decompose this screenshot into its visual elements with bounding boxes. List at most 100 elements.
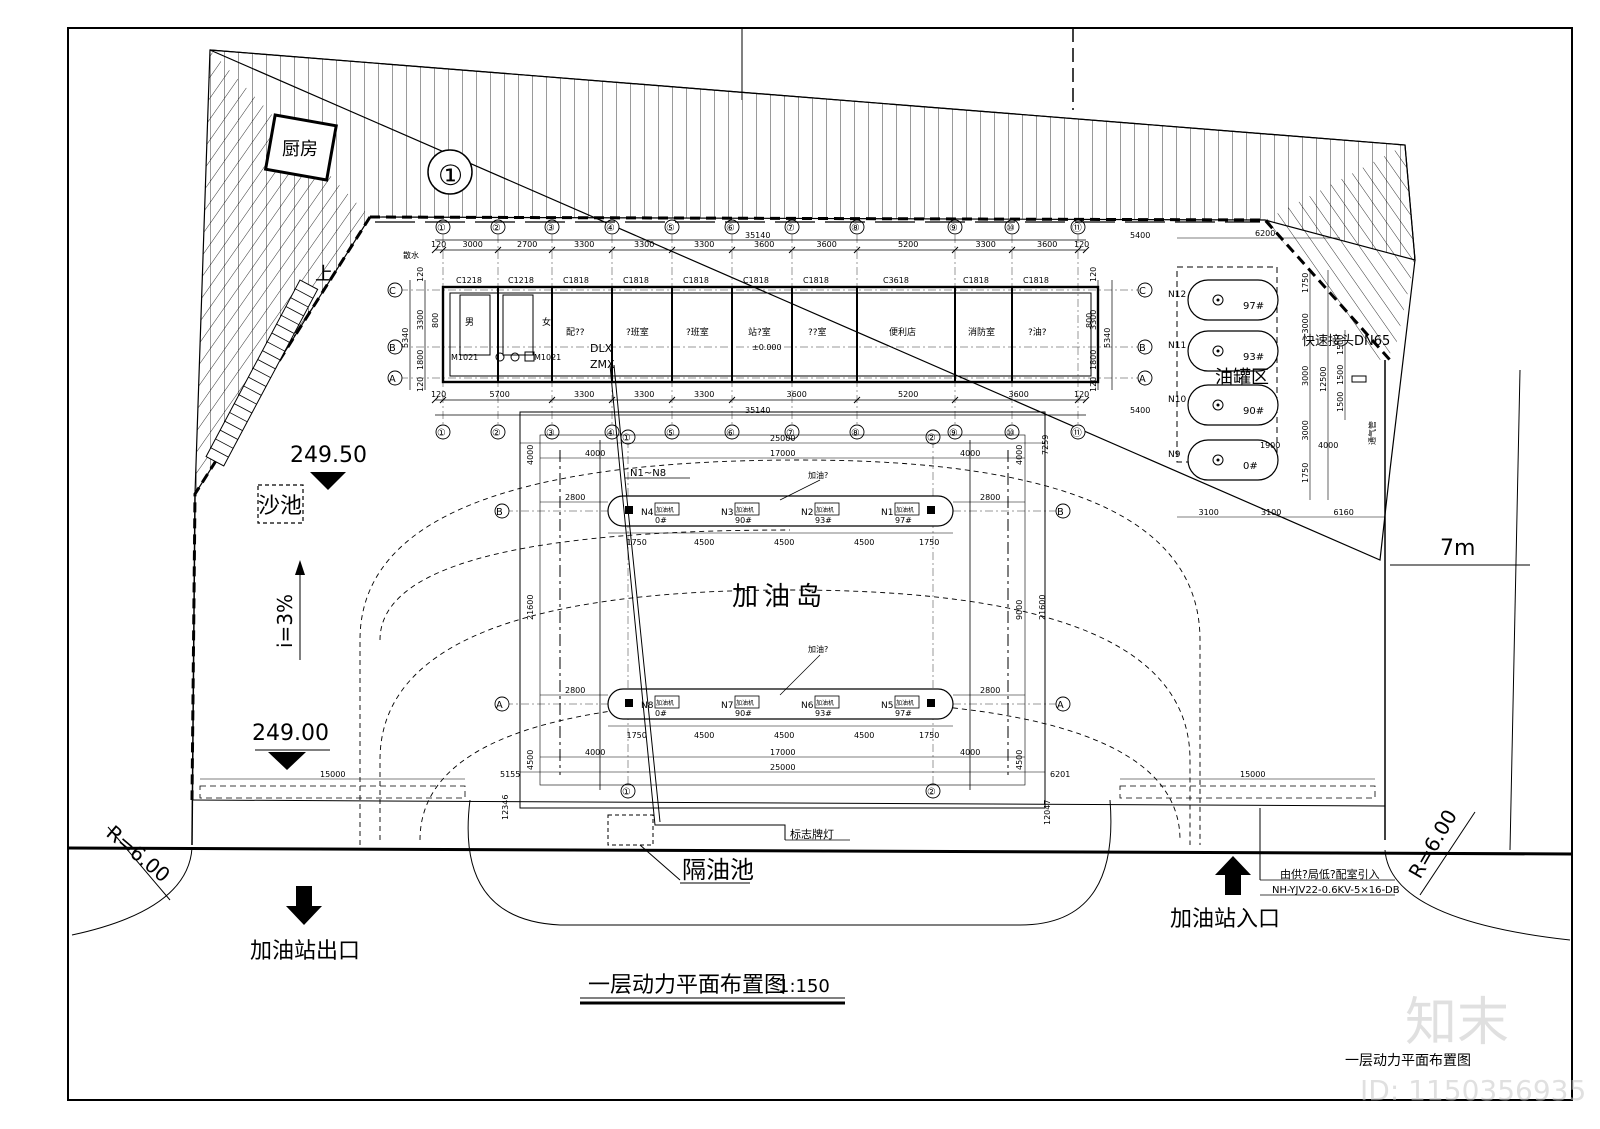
svg-text:2800: 2800 [565,686,585,695]
radius-left: R=6.00 [102,820,175,887]
tank-fuel: 90# [1243,406,1264,417]
refuel-island-label: 加油岛 [732,582,828,612]
svg-text:3100: 3100 [1261,508,1281,517]
fuel-grade: 93# [815,709,832,718]
axis-bubble [620,783,636,799]
detail-bubble: ① [427,149,473,195]
dispenser [734,502,760,516]
fuel-grade: 0# [655,709,667,718]
dimension-text: 3300 [694,390,714,399]
svg-text:25000: 25000 [770,763,795,772]
axis-label: B [496,507,503,518]
tank-id: N11 [1168,341,1186,351]
kitchen: 厨房 [263,113,338,182]
dimension-text: 4500 [694,731,714,740]
axis-label: ① [622,787,631,798]
slope-hatch [194,49,1416,497]
slope-indicator: i=3% [273,560,305,660]
dimension-text: 12346 [501,795,510,820]
dimension-text: 3600 [1037,240,1057,249]
sand-pit: 沙池 [257,484,304,524]
axis-label: ⑤ [666,428,675,439]
fuel-grade: 90# [735,516,752,525]
axis-label: C [1139,286,1146,297]
door-m1: M1021 [451,353,478,362]
axis-bubble [435,424,451,440]
entrance-label: 加油站入口 [1170,907,1280,932]
axis-bubble [947,424,963,440]
axis-label: ⑩ [1006,428,1015,439]
fuel-tank [1187,384,1279,426]
dimension-text: 1750 [1301,463,1310,483]
dimension-text: 5340 [401,328,410,348]
axis-bubble [1137,339,1153,355]
nozzle-label: N5 [881,701,893,711]
island-outline [607,688,954,720]
svg-text:通气管: 通气管 [1367,421,1377,445]
dimension-text: 3300 [1089,310,1098,330]
axis-label: ⑥ [726,428,735,439]
axis-label: A [1139,374,1146,385]
tank-id: N10 [1168,395,1186,405]
axis-bubble [435,219,451,235]
dimension-text: 3300 [634,390,654,399]
tank-fuel: 97# [1243,301,1264,312]
dimension-text: 3300 [634,240,654,249]
svg-text:ID: 1150356935: ID: 1150356935 [1360,1074,1586,1107]
svg-text:6200: 6200 [1255,229,1275,238]
room-label: ?班室 [686,326,709,338]
axis-bubble [387,370,403,386]
svg-text:i=3%: i=3% [273,594,297,648]
canopy-column [625,699,633,707]
axis-bubble [1004,219,1020,235]
dimension-text: 800 [1085,313,1094,328]
axis-bubble [387,339,403,355]
drawing-title: 一层动力平面布置图 1:150 [580,973,845,1005]
axis-bubble [925,783,941,799]
watermark: 知末 ID: 1150356935 [1360,993,1586,1107]
axis-bubble [494,696,510,712]
canopy [519,411,1046,809]
svg-text:15000: 15000 [320,770,345,779]
axis-label: ⑤ [666,223,675,234]
svg-text:6160: 6160 [1334,508,1354,517]
power-cable-2 [613,364,661,823]
oil-separator-pit [607,814,654,846]
nozzle-label: N7 [721,701,733,711]
dimension-text: 3600 [754,240,774,249]
axis-label: ② [492,428,501,439]
canopy-column [927,506,935,514]
dimension-text: 3300 [694,240,714,249]
tank-id: N9 [1168,450,1181,460]
dispenser [814,502,840,516]
dimension-text: 3600 [1009,390,1029,399]
dimension-text: 4500 [694,538,714,547]
axis-bubble [387,282,403,298]
axis-label: B [1139,343,1146,354]
fuel-grade: 90# [735,709,752,718]
window-label: C1218 [508,276,534,285]
tank-area-label: 油罐区 [1215,367,1269,388]
radius-right-arrow [1419,811,1476,896]
dimension-text: 1750 [627,731,647,740]
dimension-text: 3600 [787,390,807,399]
axis-bubble [664,424,680,440]
svg-text:249.50: 249.50 [290,443,367,468]
nozzle-label: N3 [721,508,733,518]
svg-text:6201: 6201 [1050,770,1070,779]
dimension-text: 12047 [1043,800,1052,825]
panel-zmx: ZMX [590,358,615,371]
dimension-text: 120 [416,377,425,392]
axis-label: B [389,343,396,354]
tank-fuel: 93# [1243,352,1264,363]
exit-label: 加油站出口 [250,939,360,964]
dispenser [654,502,680,516]
axis-bubble [494,503,510,519]
dispenser [894,695,920,709]
stair [205,279,319,467]
dimension-text: 3000 [1301,420,1310,440]
nozzle-label: N8 [641,701,654,711]
fuel-grade: 97# [895,709,912,718]
